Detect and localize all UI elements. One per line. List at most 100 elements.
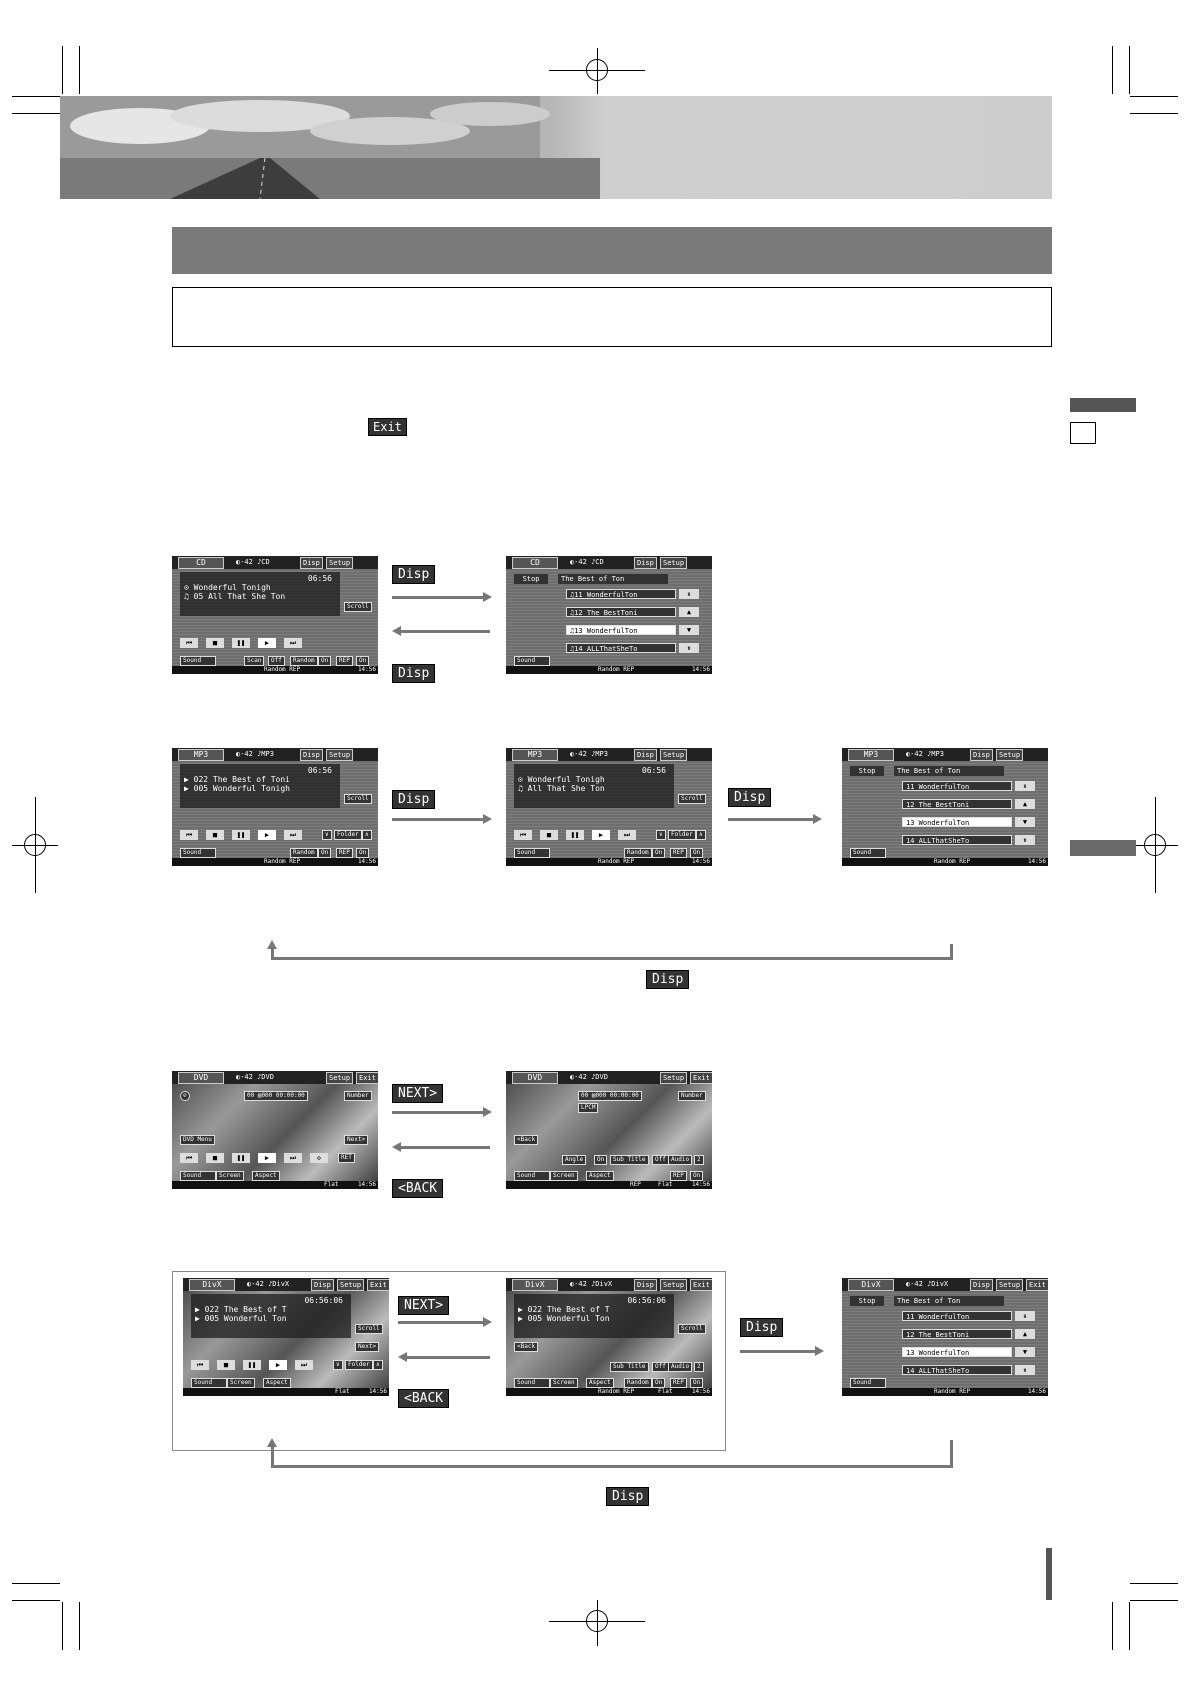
track-list-item[interactable]: 13 WonderfulTon — [902, 1347, 1012, 1357]
page-up-icon[interactable]: ⇞ — [1015, 781, 1035, 791]
scroll-button[interactable]: Scroll — [355, 1324, 383, 1334]
rep-button[interactable]: REP — [336, 848, 353, 858]
subtitle-button[interactable]: Sub Title — [610, 1362, 649, 1372]
play-button[interactable]: ▶ — [592, 830, 610, 840]
screen-button[interactable]: Screen — [216, 1171, 244, 1181]
disp-button[interactable]: Disp — [970, 749, 993, 761]
exit-button[interactable]: Exit — [690, 1072, 712, 1084]
scroll-button[interactable]: Scroll — [344, 794, 372, 804]
setup-button[interactable]: Setup — [337, 1279, 364, 1291]
track-list-item[interactable]: ♫11 WonderfulTon — [566, 589, 676, 599]
track-list-item[interactable]: ♫12 The BestToni — [566, 607, 676, 617]
angle-button[interactable]: Angle — [562, 1155, 586, 1165]
prev-track-button[interactable]: ⏮ — [191, 1360, 209, 1370]
sound-button[interactable]: Sound — [850, 848, 886, 858]
sound-button[interactable]: Sound — [191, 1378, 227, 1388]
page-down-icon[interactable]: ⇟ — [1015, 835, 1035, 845]
sound-button[interactable]: Sound — [180, 656, 216, 666]
screen-button[interactable]: Screen — [550, 1171, 578, 1181]
down-arrow-icon[interactable]: ▼ — [679, 625, 699, 635]
aspect-button[interactable]: Aspect — [586, 1171, 614, 1181]
stop-button[interactable]: ■ — [217, 1360, 235, 1370]
down-arrow-icon[interactable]: ▼ — [1015, 817, 1035, 827]
stop-button[interactable]: ■ — [206, 1153, 224, 1163]
pause-button[interactable]: ❚❚ — [232, 638, 250, 648]
setup-button[interactable]: Setup — [326, 557, 353, 569]
prev-track-button[interactable]: ⏮ — [514, 830, 532, 840]
random-button[interactable]: Random — [624, 848, 652, 858]
disp-button[interactable]: Disp — [300, 749, 323, 761]
sound-button[interactable]: Sound — [514, 848, 550, 858]
random-button[interactable]: Random — [290, 656, 318, 666]
sound-button[interactable]: Sound — [514, 656, 550, 666]
aspect-button[interactable]: Aspect — [263, 1378, 291, 1388]
setup-button[interactable]: Setup — [996, 1279, 1023, 1291]
disp-button[interactable]: Disp — [634, 557, 657, 569]
track-list-item[interactable]: 12 The BestToni — [902, 1329, 1012, 1339]
folder-down-icon[interactable]: ∨ — [333, 1360, 343, 1370]
stop-button[interactable]: ■ — [206, 830, 224, 840]
track-list-item[interactable]: 11 WonderfulTon — [902, 1311, 1012, 1321]
track-list-item[interactable]: 14 ALLThatSheTo — [902, 835, 1012, 845]
up-arrow-icon[interactable]: ▲ — [1015, 1329, 1035, 1339]
next-button[interactable]: Next> — [355, 1342, 379, 1352]
play-button[interactable]: ▶ — [258, 638, 276, 648]
folder-up-icon[interactable]: ∧ — [373, 1360, 383, 1370]
back-button[interactable]: <Back — [514, 1342, 538, 1352]
next-button[interactable]: Next> — [344, 1135, 368, 1145]
pause-button[interactable]: ❚❚ — [232, 1153, 250, 1163]
prev-track-button[interactable]: ⏮ — [180, 638, 198, 648]
rep-button[interactable]: REP — [670, 848, 687, 858]
scroll-button[interactable]: Scroll — [678, 1324, 706, 1334]
rep-button[interactable]: REP — [670, 1171, 687, 1181]
page-down-icon[interactable]: ⇟ — [679, 643, 699, 653]
random-button[interactable]: Random — [290, 848, 318, 858]
scroll-button[interactable]: Scroll — [344, 602, 372, 612]
screen-button[interactable]: Screen — [227, 1378, 255, 1388]
page-up-icon[interactable]: ⇞ — [679, 589, 699, 599]
sound-button[interactable]: Sound — [514, 1171, 550, 1181]
pause-button[interactable]: ❚❚ — [232, 830, 250, 840]
track-list-item[interactable]: ♫14 ALLThatSheTo — [566, 643, 676, 653]
rep-button[interactable]: REP — [670, 1378, 687, 1388]
stop-button[interactable]: ■ — [206, 638, 224, 648]
setup-button[interactable]: Setup — [660, 557, 687, 569]
exit-button[interactable]: Exit — [367, 1279, 389, 1291]
exit-button[interactable]: Exit — [1026, 1279, 1048, 1291]
folder-down-icon[interactable]: ∨ — [656, 830, 666, 840]
number-button[interactable]: Number — [344, 1091, 372, 1101]
up-arrow-icon[interactable]: ▲ — [679, 607, 699, 617]
disp-button[interactable]: Disp — [634, 1279, 657, 1291]
folder-down-icon[interactable]: ∨ — [322, 830, 332, 840]
pause-button[interactable]: ❚❚ — [566, 830, 584, 840]
next-track-button[interactable]: ⏭ — [284, 830, 302, 840]
prev-track-button[interactable]: ⏮ — [180, 830, 198, 840]
track-list-item[interactable]: 11 WonderfulTon — [902, 781, 1012, 791]
page-up-icon[interactable]: ⇞ — [1015, 1311, 1035, 1321]
sound-button[interactable]: Sound — [850, 1378, 886, 1388]
track-list-item[interactable]: ♫13 WonderfulTon — [566, 625, 676, 635]
exit-button[interactable]: Exit — [356, 1072, 378, 1084]
track-list-item[interactable]: 13 WonderfulTon — [902, 817, 1012, 827]
up-arrow-icon[interactable]: ▲ — [1015, 799, 1035, 809]
screen-button[interactable]: Screen — [550, 1378, 578, 1388]
scan-button[interactable]: Scan — [244, 656, 264, 666]
ret-button[interactable]: RET — [338, 1153, 355, 1163]
random-button[interactable]: Random — [624, 1378, 652, 1388]
scroll-button[interactable]: Scroll — [678, 794, 706, 804]
next-track-button[interactable]: ⏭ — [284, 638, 302, 648]
setup-button[interactable]: Setup — [660, 749, 687, 761]
stop-button[interactable]: ■ — [540, 830, 558, 840]
folder-up-icon[interactable]: ∧ — [696, 830, 706, 840]
next-track-button[interactable]: ⏭ — [284, 1153, 302, 1163]
subtitle-button[interactable]: Sub Title — [610, 1155, 649, 1165]
audio-button[interactable]: Audio — [668, 1362, 692, 1372]
disp-button[interactable]: Disp — [300, 557, 323, 569]
setup-button[interactable]: Setup — [326, 749, 353, 761]
aspect-button[interactable]: Aspect — [586, 1378, 614, 1388]
disp-button[interactable]: Disp — [634, 749, 657, 761]
down-arrow-icon[interactable]: ▼ — [1015, 1347, 1035, 1357]
aspect-button[interactable]: Aspect — [252, 1171, 280, 1181]
prev-track-button[interactable]: ⏮ — [180, 1153, 198, 1163]
dvd-menu-button[interactable]: DVD Menu — [180, 1135, 215, 1145]
